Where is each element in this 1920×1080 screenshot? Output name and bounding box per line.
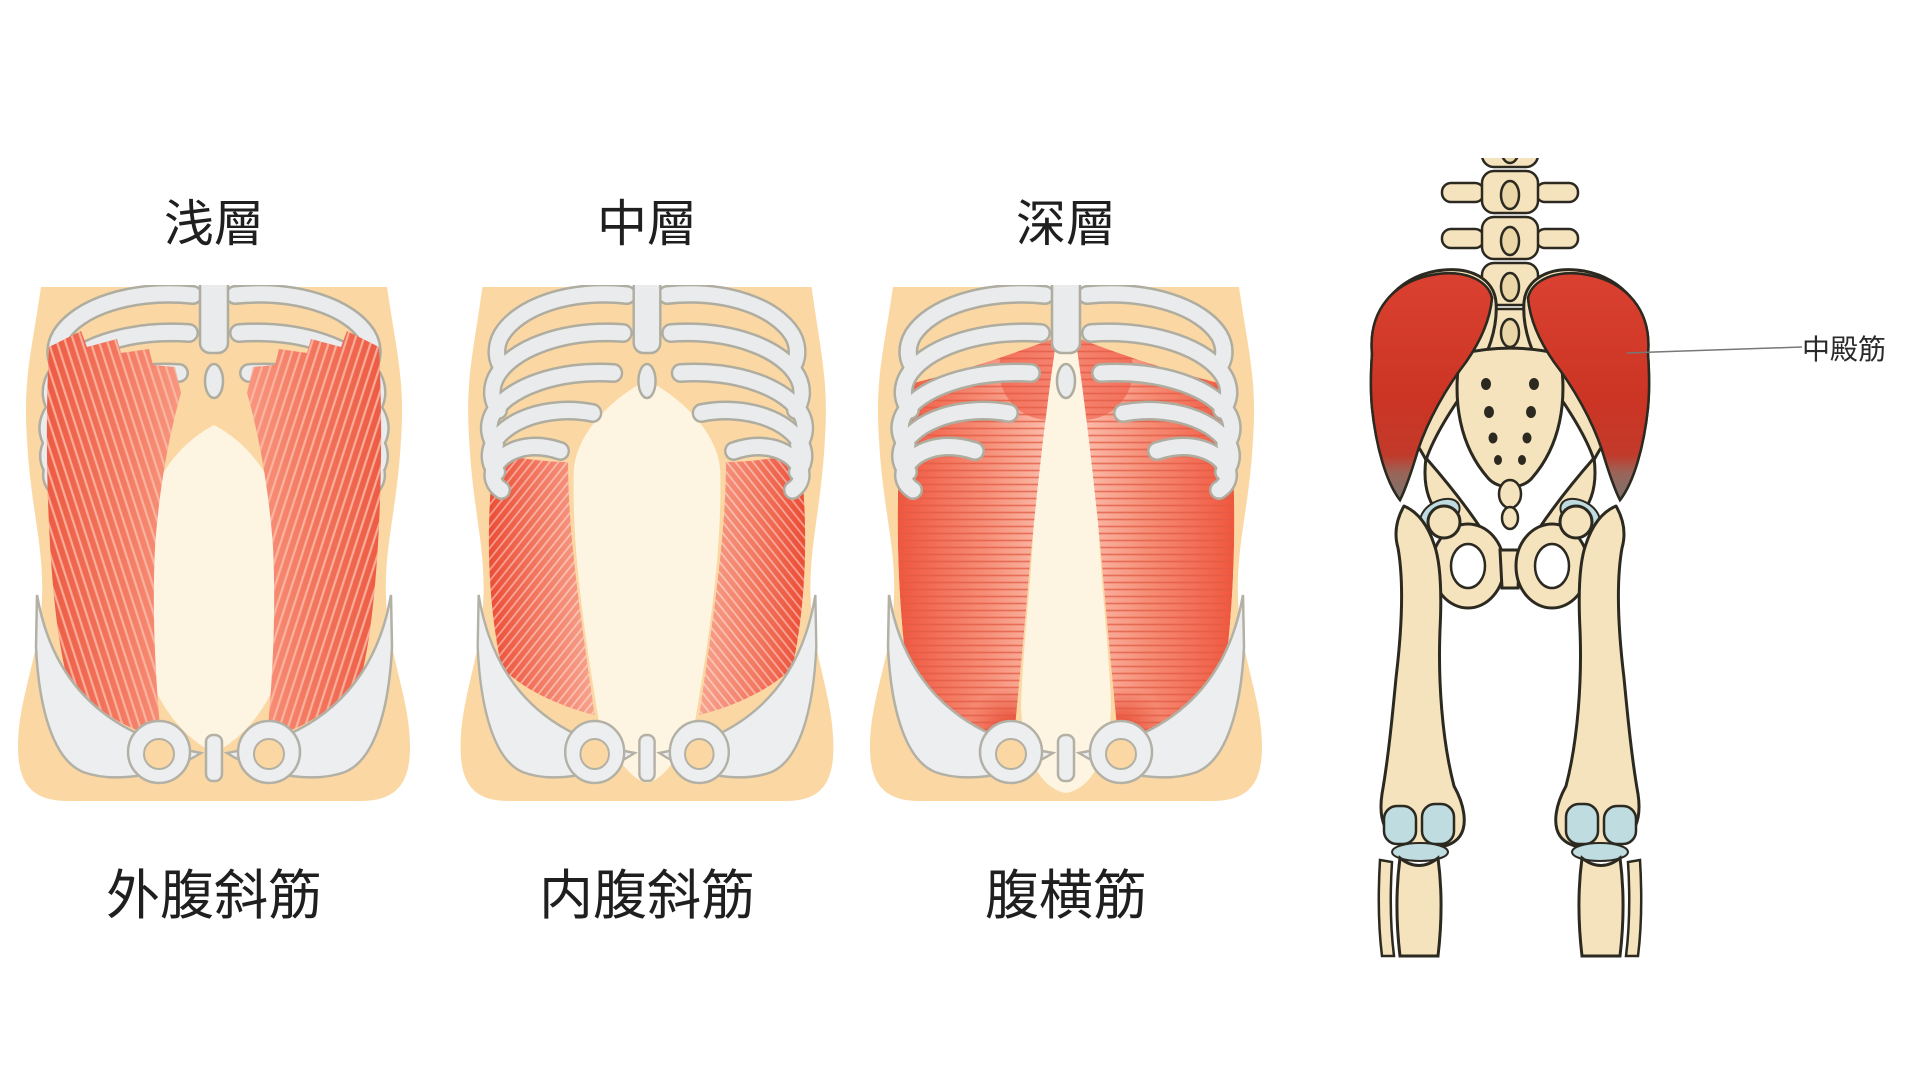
- rib-cage: [900, 285, 1232, 490]
- sacrum: [1455, 346, 1565, 531]
- torso-middle-illustration: [460, 285, 834, 801]
- layer-label-deep: 深層: [1016, 196, 1116, 252]
- aponeurosis-center: [134, 425, 294, 753]
- muscle-label-transversus: 腹横筋: [985, 866, 1147, 926]
- annotation-leader-line: [1626, 346, 1803, 354]
- annotation-gluteus-medius: 中殿筋: [1802, 334, 1887, 365]
- torso-superficial-illustration: [18, 285, 410, 801]
- torso-deep-illustration: [870, 285, 1262, 801]
- rib-cage: [48, 285, 380, 490]
- layer-label-superficial: 浅層: [164, 196, 264, 252]
- aponeurosis-center: [573, 380, 721, 783]
- layer-label-middle: 中層: [597, 196, 697, 252]
- rib-cage: [489, 285, 804, 490]
- muscle-label-external-oblique: 外腹斜筋: [106, 866, 322, 926]
- muscle-label-internal-oblique: 内腹斜筋: [539, 866, 755, 926]
- pelvis-skeleton-illustration: [1340, 158, 1720, 958]
